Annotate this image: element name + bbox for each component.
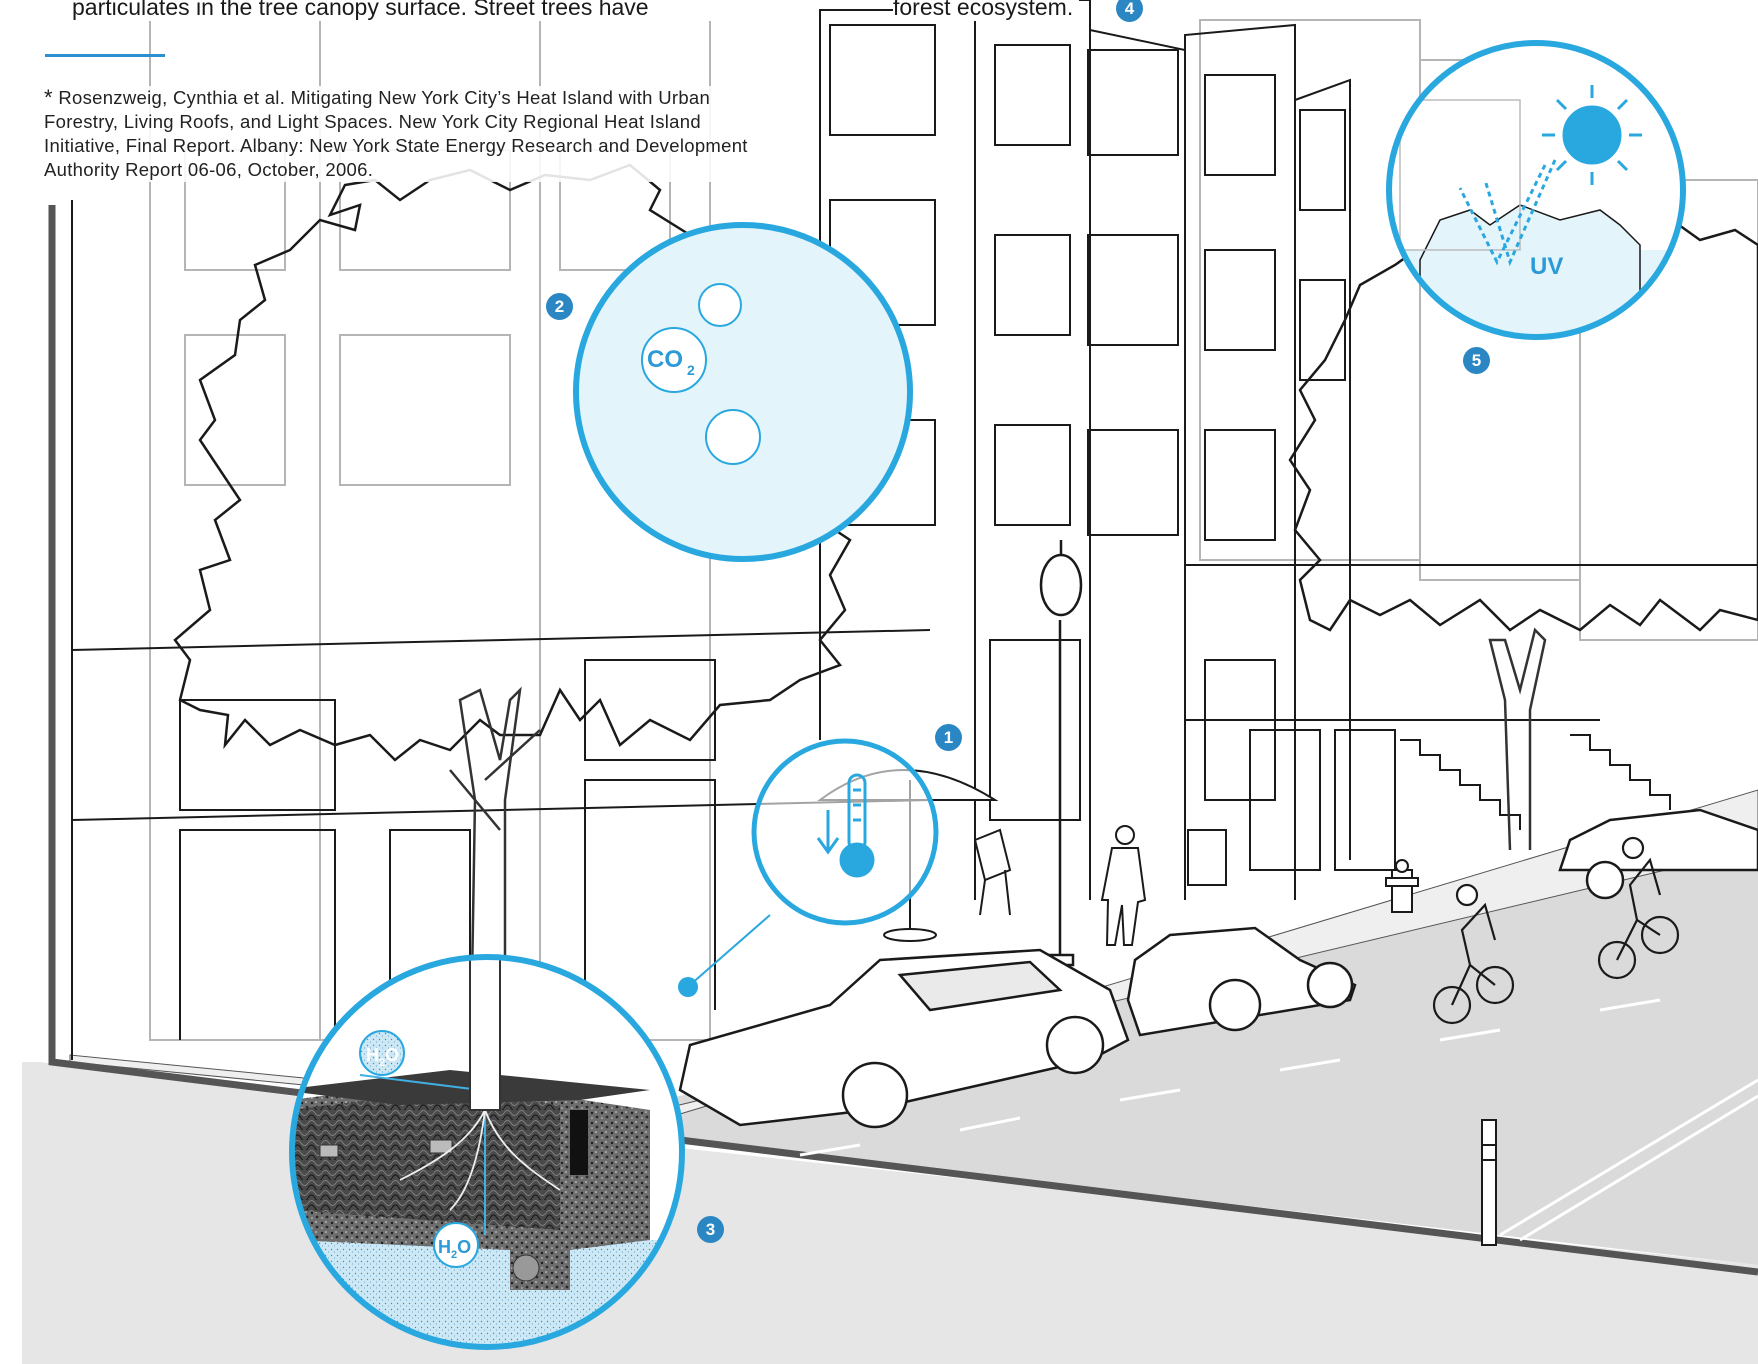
citation-marker: *: [44, 85, 53, 110]
thermometer-icon: [816, 773, 875, 878]
parking-meter: [1187, 829, 1227, 886]
cooling-bubble: [678, 738, 939, 997]
body-text-fragment-left: particulates in the tree canopy surface.…: [72, 0, 792, 21]
uv-bubble: UV: [1386, 40, 1686, 340]
lane-markings: [799, 998, 1758, 1242]
uv-label: UV: [1530, 253, 1563, 280]
uv-rays: [1483, 159, 1557, 267]
h2o-top-label: H2O: [366, 1045, 399, 1069]
left-margin: [0, 200, 22, 1364]
h2o-bottom-label: H2O: [438, 1237, 471, 1261]
badge-2: 2: [546, 293, 573, 320]
citation-text: Rosenzweig, Cynthia et al. Mitigating Ne…: [44, 87, 748, 180]
badge-5: 5: [1463, 347, 1490, 374]
co2-label: CO: [647, 346, 683, 373]
bollard: [1481, 1119, 1497, 1246]
street: [640, 848, 1758, 1265]
cyclist-icon: [1432, 836, 1680, 1025]
foreground-buildings: [71, 0, 1758, 1060]
tree-trunks: [449, 627, 1547, 1101]
co2-subscript: 2: [687, 362, 695, 378]
badge-4: 4: [1116, 0, 1143, 22]
section-divider: [45, 54, 165, 57]
street-lamp-icon: [1039, 540, 1083, 967]
fire-hydrant-icon: [1385, 859, 1419, 913]
sun-icon: [1542, 85, 1642, 185]
co2-bubble: CO 2: [573, 222, 913, 562]
body-text-fragment-mid: forest ecosystem.: [893, 0, 1080, 21]
badge-3: 3: [697, 1216, 724, 1243]
tree-canopy-right: [1288, 213, 1758, 632]
pedestrian: [1100, 825, 1147, 946]
citation-footnote: * Rosenzweig, Cynthia et al. Mitigating …: [44, 86, 764, 182]
badge-1: 1: [935, 724, 962, 751]
car-icon: [678, 808, 1758, 1129]
